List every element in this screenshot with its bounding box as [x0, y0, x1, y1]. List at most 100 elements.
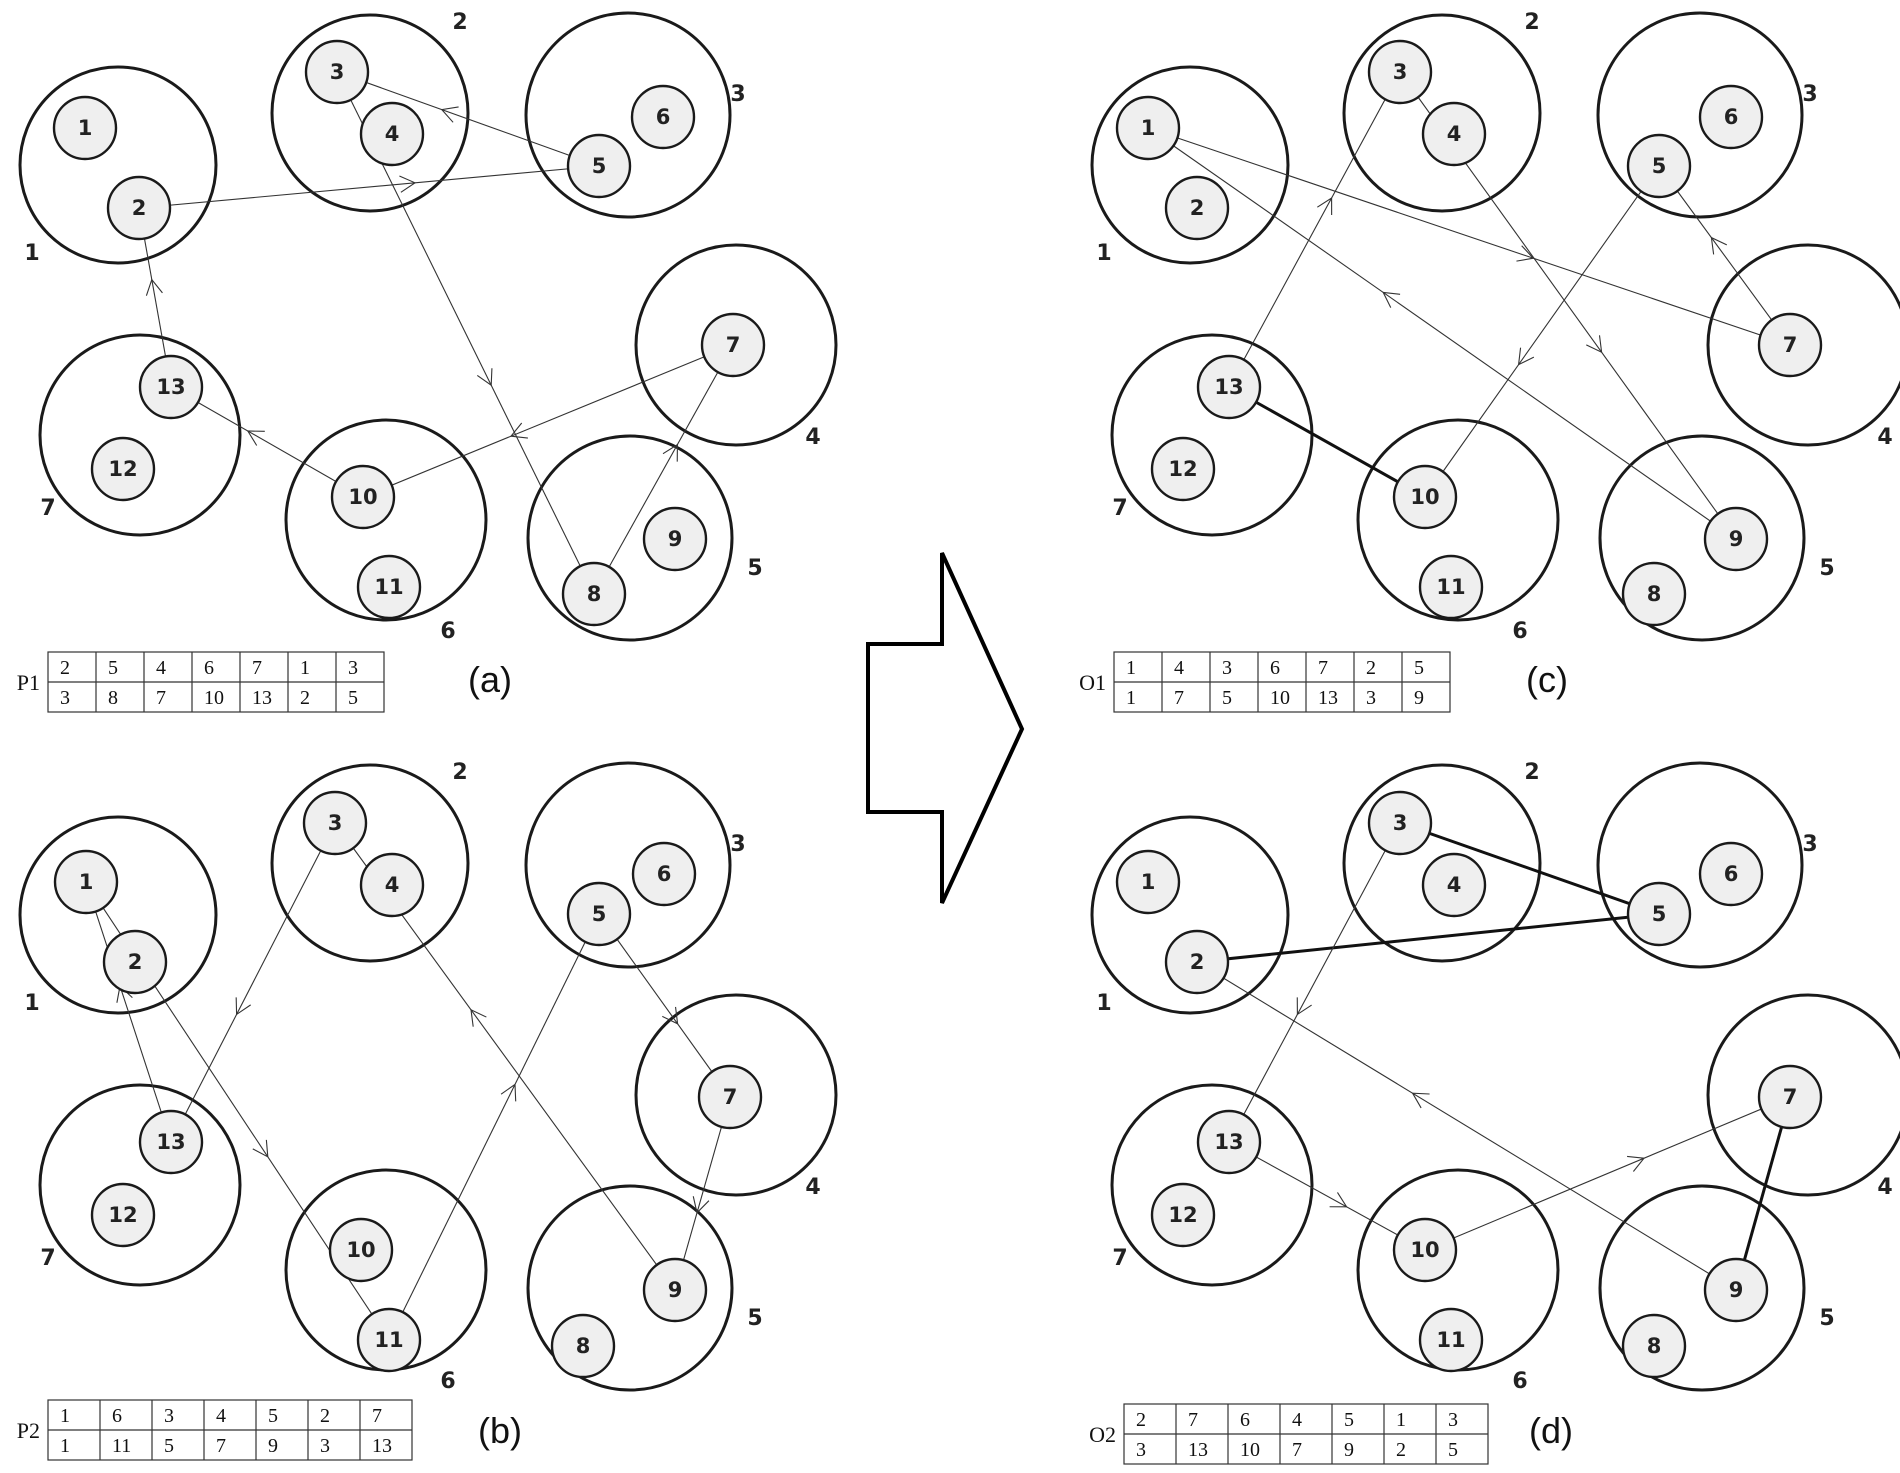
city-node-4	[1421, 852, 1487, 918]
table-cell: 4	[1174, 657, 1184, 679]
city-label-7: 7	[1783, 333, 1798, 357]
city-label-5: 5	[1652, 902, 1667, 926]
panel-tag-d: (d)	[1529, 1410, 1573, 1451]
city-label-11: 11	[1436, 1328, 1465, 1352]
table-name-c: O1	[1079, 670, 1106, 695]
edge-arrowhead	[440, 106, 459, 123]
tour-edge-9-2	[1196, 961, 1737, 1291]
city-node-3	[304, 39, 370, 105]
city-node-1	[1115, 849, 1181, 915]
table-cell: 7	[156, 687, 166, 709]
cluster-label-5: 5	[747, 1306, 762, 1331]
city-label-13: 13	[156, 375, 185, 399]
table-name-d: O2	[1089, 1422, 1116, 1447]
city-label-3: 3	[1393, 811, 1408, 835]
table-cell: 5	[108, 657, 118, 679]
edge-arrowhead	[476, 368, 493, 387]
cluster-ring-2	[1342, 763, 1542, 963]
city-label-7: 7	[723, 1085, 738, 1109]
edge-arrowhead	[1517, 347, 1535, 366]
city-label-12: 12	[108, 1203, 137, 1227]
edge-arrowhead	[1382, 291, 1401, 308]
city-node-4	[359, 852, 425, 918]
city-label-1: 1	[78, 116, 93, 140]
table-name-a: P1	[17, 670, 40, 695]
cluster-ring-7	[38, 333, 242, 537]
cluster-label-3: 3	[730, 832, 745, 857]
tour-edge-7-9	[674, 1096, 731, 1291]
city-node-8	[1621, 561, 1687, 627]
table-cell: 3	[60, 687, 70, 709]
table-cell: 5	[348, 687, 358, 709]
cluster-ring-4	[634, 993, 838, 1197]
table-cell: 2	[60, 657, 70, 679]
tour-edge-5-10	[1424, 165, 1660, 498]
city-label-6: 6	[656, 105, 671, 129]
panel-tag-c: (c)	[1526, 659, 1568, 700]
city-label-2: 2	[1190, 950, 1205, 974]
cluster-ring-1	[18, 815, 218, 1015]
city-node-12	[1150, 436, 1216, 502]
city-label-7: 7	[726, 333, 741, 357]
cluster-label-2: 2	[452, 760, 467, 785]
table-cell: 5	[268, 1405, 278, 1427]
city-node-10	[1392, 464, 1458, 530]
edge-arrowhead	[399, 175, 417, 193]
tour-edge-3-13	[170, 822, 336, 1143]
cluster-label-4: 4	[1877, 1175, 1892, 1200]
cluster-label-2: 2	[1524, 760, 1539, 785]
city-node-2	[102, 929, 168, 995]
city-label-10: 10	[1410, 485, 1439, 509]
tour-edge-7-9	[1734, 1096, 1792, 1291]
city-node-7	[700, 312, 766, 378]
cluster-label-3: 3	[730, 82, 745, 107]
city-label-9: 9	[1729, 1278, 1744, 1302]
table-cell: 5	[1448, 1439, 1458, 1461]
city-node-1	[52, 95, 118, 161]
cluster-ring-7	[1110, 1083, 1314, 1287]
cluster-label-5: 5	[1819, 1306, 1834, 1331]
cluster-label-6: 6	[1512, 1369, 1527, 1394]
cluster-label-6: 6	[440, 619, 455, 644]
city-label-8: 8	[1647, 582, 1662, 606]
city-label-5: 5	[592, 902, 607, 926]
city-node-3	[302, 790, 368, 856]
table-cell: 2	[1136, 1409, 1146, 1431]
table-cell: 7	[216, 1435, 226, 1457]
tour-edge-7-10	[362, 344, 734, 498]
city-node-10	[1392, 1217, 1458, 1283]
cluster-label-3: 3	[1802, 82, 1817, 107]
cluster-label-5: 5	[1819, 556, 1834, 581]
city-label-12: 12	[1168, 457, 1197, 481]
city-node-2	[106, 175, 172, 241]
table-cell: 7	[1318, 657, 1328, 679]
city-node-6	[1698, 841, 1764, 907]
cluster-label-2: 2	[452, 10, 467, 35]
cluster-label-6: 6	[1512, 619, 1527, 644]
table-cell: 5	[1414, 657, 1424, 679]
cluster-label-7: 7	[40, 1246, 55, 1271]
table-cell: 1	[1126, 657, 1136, 679]
cluster-label-4: 4	[805, 1175, 820, 1200]
cluster-ring-3	[1596, 761, 1804, 969]
table-cell: 3	[164, 1405, 174, 1427]
city-label-8: 8	[587, 582, 602, 606]
city-label-4: 4	[1447, 122, 1462, 146]
city-node-9	[1703, 1257, 1769, 1323]
table-cell: 5	[164, 1435, 174, 1457]
table-cell: 3	[320, 1435, 330, 1457]
city-label-10: 10	[346, 1238, 375, 1262]
city-node-5	[1626, 133, 1692, 199]
edge-arrowhead	[692, 1196, 710, 1214]
city-node-13	[1196, 1109, 1262, 1175]
city-node-1	[53, 849, 119, 915]
edge-arrowhead	[1329, 1192, 1348, 1208]
city-node-9	[1703, 506, 1769, 572]
cluster-ring-3	[524, 11, 732, 219]
edge-arrowhead	[662, 1006, 679, 1025]
tour-edge-7-5	[1658, 165, 1791, 346]
table-cell: 9	[268, 1435, 278, 1457]
table-cell: 11	[112, 1435, 131, 1457]
